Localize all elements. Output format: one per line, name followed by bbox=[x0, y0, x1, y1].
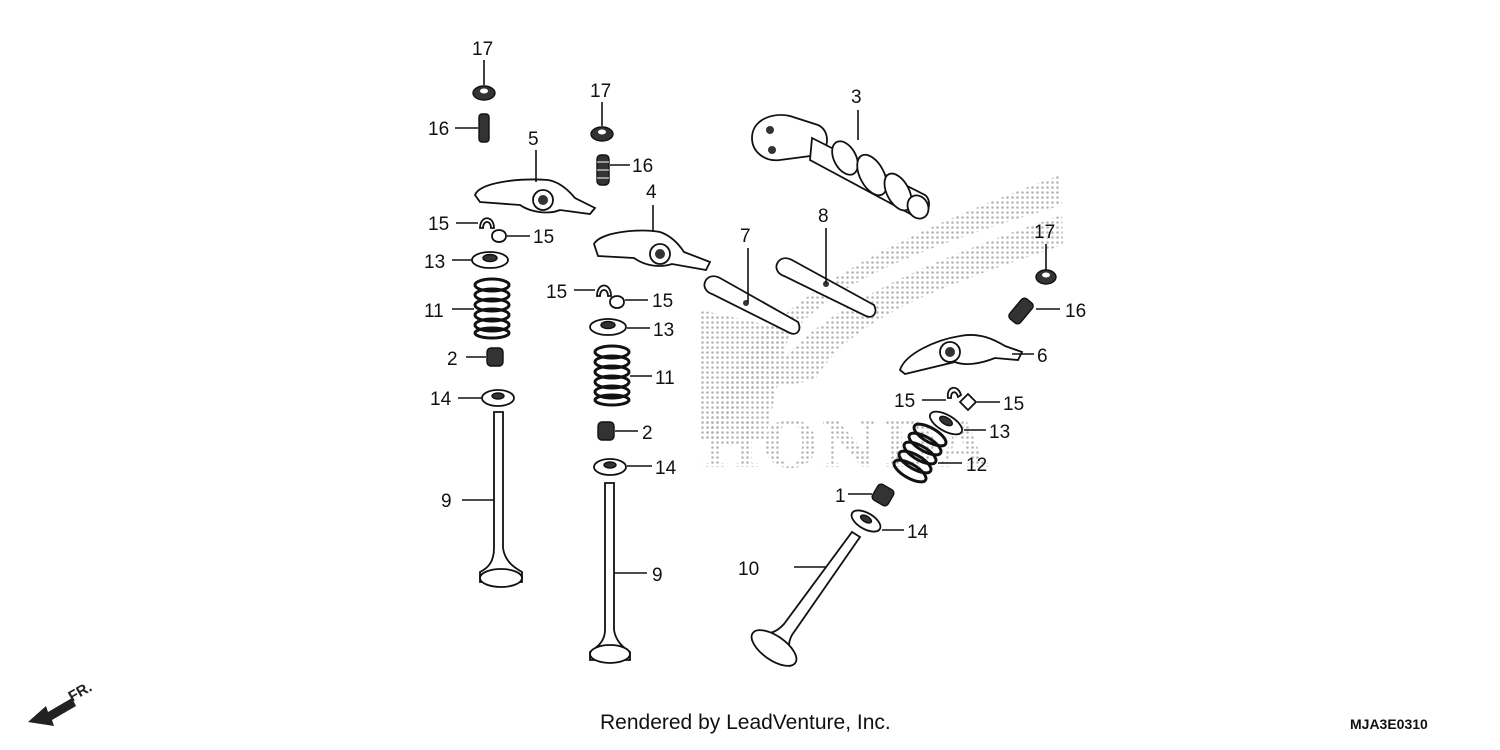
part-16-adjusting-screw-middle bbox=[596, 154, 610, 186]
callout-15c: 15 bbox=[546, 282, 567, 303]
part-2-stem-seal-middle bbox=[597, 421, 615, 441]
part-3-camshaft bbox=[751, 114, 930, 220]
part-9-intake-valve-left bbox=[479, 411, 523, 588]
callout-15f: 15 bbox=[1003, 394, 1024, 415]
callout-16-middle: 16 bbox=[632, 156, 653, 177]
part-11-valve-spring-left bbox=[473, 277, 511, 340]
callout-15a: 15 bbox=[428, 214, 449, 235]
part-11-valve-spring-middle bbox=[593, 344, 631, 407]
part-13-retainer-right bbox=[929, 410, 963, 436]
callout-13-right: 13 bbox=[989, 422, 1010, 443]
part-9-intake-valve-middle bbox=[589, 482, 631, 664]
callout-15b: 15 bbox=[533, 227, 554, 248]
part-4-rocker-arm bbox=[593, 229, 712, 272]
callout-11-middle: 11 bbox=[655, 368, 675, 389]
part-14-spring-seat-right bbox=[850, 509, 882, 533]
part-2-stem-seal-left bbox=[486, 347, 504, 367]
callout-14-right: 14 bbox=[907, 522, 929, 543]
part-13-retainer-left bbox=[471, 251, 509, 269]
callout-9-middle: 9 bbox=[652, 565, 663, 586]
callout-15d: 15 bbox=[652, 291, 673, 312]
part-17-locknut-right bbox=[1035, 269, 1057, 285]
part-14-spring-seat-middle bbox=[593, 458, 627, 476]
part-15-cotter-right bbox=[946, 386, 978, 412]
part-15-cotter-middle bbox=[596, 284, 625, 309]
callout-9-left: 9 bbox=[441, 491, 452, 512]
part-6-rocker-arm bbox=[898, 334, 1024, 375]
figure-code: MJA3E0310 bbox=[1350, 716, 1428, 732]
callout-13-left: 13 bbox=[424, 252, 445, 273]
callout-11-left: 11 bbox=[424, 301, 444, 322]
callout-2-left: 2 bbox=[447, 349, 458, 370]
callout-16-right: 16 bbox=[1065, 301, 1086, 322]
front-direction-arrow-icon: FR. bbox=[28, 679, 95, 726]
callout-7: 7 bbox=[740, 226, 751, 247]
part-17-locknut-left bbox=[472, 85, 496, 101]
callout-13-middle: 13 bbox=[653, 320, 674, 341]
part-16-adjusting-screw-left bbox=[478, 113, 490, 143]
part-8-rocker-shaft bbox=[775, 257, 877, 318]
callout-8: 8 bbox=[818, 206, 829, 227]
callout-4: 4 bbox=[646, 182, 657, 203]
callout-12: 12 bbox=[966, 455, 987, 476]
part-5-rocker-arm bbox=[473, 178, 597, 215]
callout-3: 3 bbox=[851, 87, 862, 108]
callout-2-middle: 2 bbox=[642, 423, 653, 444]
part-12-valve-spring bbox=[892, 422, 948, 484]
part-1-stem-seal-right bbox=[871, 483, 895, 507]
callout-14-middle: 14 bbox=[655, 458, 677, 479]
callout-10: 10 bbox=[738, 559, 759, 580]
callout-16-left: 16 bbox=[428, 119, 449, 140]
part-17-locknut-middle bbox=[590, 126, 614, 142]
part-16-adjusting-screw-right bbox=[1008, 297, 1034, 325]
part-10-exhaust-valve bbox=[750, 530, 862, 668]
callout-17-middle: 17 bbox=[590, 81, 611, 102]
part-15-cotter-left bbox=[479, 217, 507, 243]
callout-5: 5 bbox=[528, 129, 539, 150]
callout-15e: 15 bbox=[894, 391, 915, 412]
part-13-retainer-middle bbox=[589, 318, 627, 336]
part-14-spring-seat-left bbox=[481, 389, 515, 407]
callout-14-left: 14 bbox=[430, 389, 452, 410]
callout-17-right: 17 bbox=[1034, 222, 1055, 243]
callout-17-left: 17 bbox=[472, 39, 493, 60]
callout-6: 6 bbox=[1037, 346, 1048, 367]
callout-1: 1 bbox=[835, 486, 846, 507]
render-credit: Rendered by LeadVenture, Inc. bbox=[600, 711, 891, 734]
